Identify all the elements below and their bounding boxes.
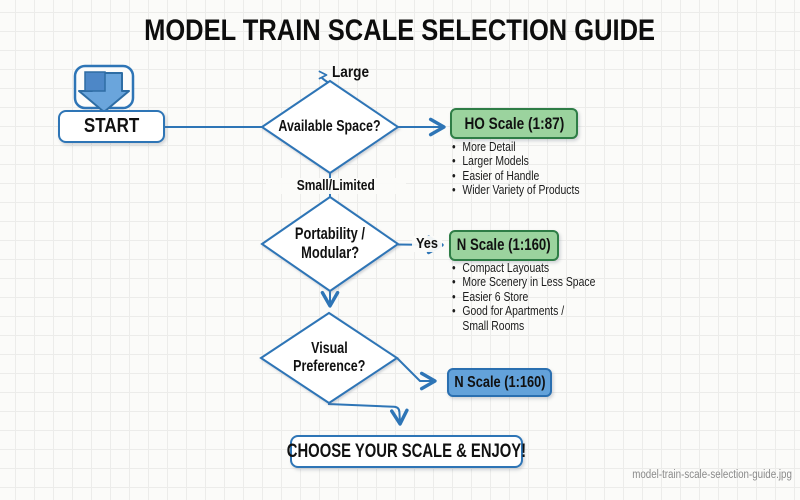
branch-label-small-limited: Small/Limited — [266, 178, 406, 194]
list-item: More Scenery in Less Space — [452, 274, 595, 290]
decision-visual-preference-label: Visual Preference? — [261, 313, 397, 403]
list-item: Easier of Handle — [452, 168, 580, 184]
ho-benefits-list: More Detail Larger Models Easier of Hand… — [452, 139, 611, 198]
list-item: Wider Variety of Products — [452, 182, 580, 198]
watermark-filename: model-train-scale-selection-guide.jpg — [604, 469, 792, 481]
watermark-text: model-train-scale-selection-guide.jpg — [632, 469, 792, 481]
decision-portability-text-line2: Modular? — [301, 244, 359, 262]
decision-visual-preference-text-line1: Visual — [310, 339, 348, 357]
decision-portability-text-line1: Portability / — [294, 225, 366, 244]
end-node-label: CHOOSE YOUR SCALE & ENJOY! — [286, 440, 527, 462]
decision-visual-preference-text-line2: Preference? — [292, 358, 366, 375]
outcome-n-scale: N Scale (1:160) — [449, 230, 559, 261]
n-benefits-list: Compact Layouats More Scenery in Less Sp… — [452, 260, 631, 333]
decision-available-space-text: Available Space? — [278, 117, 382, 135]
decision-available-space-label: Available Space? — [262, 81, 398, 173]
decision-diamond-available-space — [260, 79, 400, 175]
list-item: Larger Models — [452, 153, 580, 169]
page-title-text: MODEL TRAIN SCALE SELECTION GUIDE — [144, 14, 656, 47]
decision-portability-label: Portability / Modular? — [262, 197, 398, 291]
end-node: CHOOSE YOUR SCALE & ENJOY! — [286, 435, 527, 468]
decision-diamond-portability — [260, 195, 400, 293]
branch-label-yes-text: Yes — [415, 235, 438, 252]
branch-label-large-text: Large — [332, 64, 370, 81]
down-arrow-icon — [73, 64, 135, 113]
start-label: START — [83, 115, 140, 137]
outcome-n-scale-visual-label: N Scale (1:160) — [453, 373, 546, 391]
outcome-ho-scale-label: HO Scale (1:87) — [464, 113, 564, 133]
page-title: MODEL TRAIN SCALE SELECTION GUIDE — [0, 14, 800, 48]
list-item-continuation: Small Rooms — [462, 317, 525, 333]
start-node: START — [58, 110, 165, 143]
connector-d3-to-blue — [396, 357, 437, 391]
outcome-n-scale-label: N Scale (1:160) — [457, 236, 551, 254]
decision-diamond-visual-preference — [259, 311, 399, 405]
outcome-ho-scale: HO Scale (1:87) — [450, 108, 578, 139]
connector-d3-to-end — [327, 403, 409, 426]
branch-label-small-limited-text: Small/Limited — [296, 177, 376, 194]
outcome-n-scale-visual: N Scale (1:160) — [447, 368, 552, 397]
branch-label-yes: Yes — [412, 236, 442, 252]
list-item: Good for Apartments / — [452, 303, 595, 319]
list-item: Compact Layouats — [452, 260, 595, 276]
branch-label-large: Large — [330, 64, 378, 82]
list-item: Easier 6 Store — [452, 289, 595, 305]
list-item: More Detail — [452, 139, 580, 155]
